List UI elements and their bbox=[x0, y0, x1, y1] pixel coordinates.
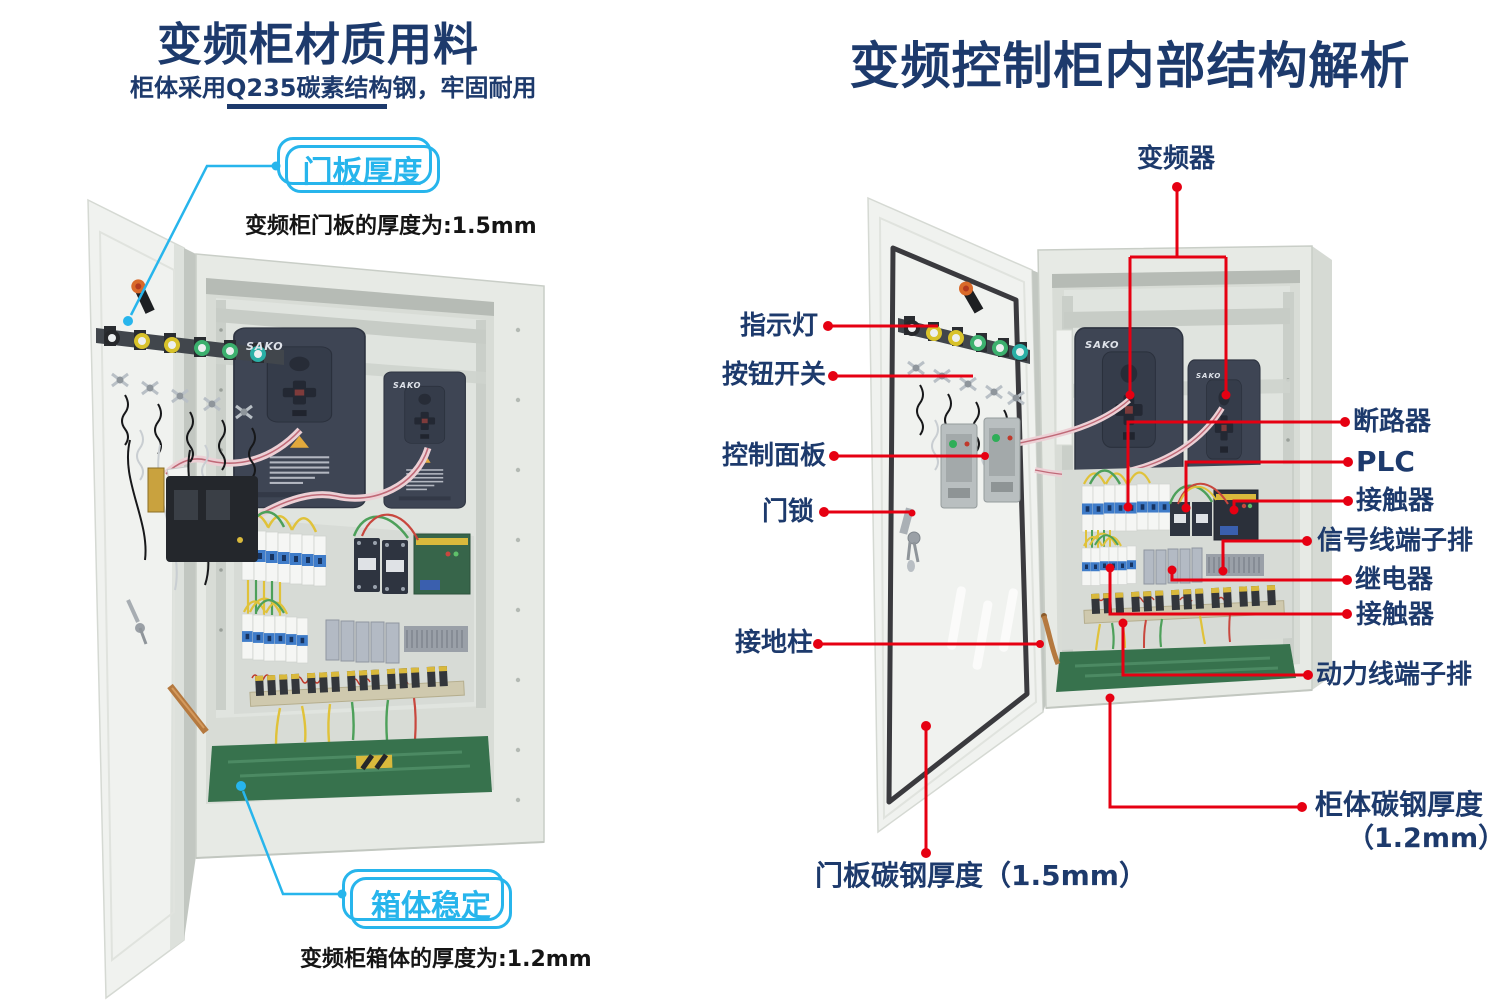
label-push-button-switch: 按钮开关 bbox=[722, 360, 827, 390]
label-cabinet-steel-thickness-value: （1.2mm） bbox=[1347, 823, 1492, 854]
callout-body-stability-label: 箱体稳定 bbox=[371, 889, 491, 924]
label-inverter: 变频器 bbox=[1137, 144, 1216, 174]
body-thickness-description: 变频柜箱体的厚度为:1.2mm bbox=[300, 947, 592, 972]
red-annotation-lines bbox=[813, 182, 1353, 858]
right-cabinet-illustration bbox=[867, 196, 1332, 834]
label-indicator-light: 指示灯 bbox=[740, 311, 819, 341]
line-push-button bbox=[828, 371, 973, 381]
inverter-brand-logo: SAKO bbox=[393, 381, 422, 390]
right-title: 变频控制柜内部结构解析 bbox=[849, 37, 1411, 95]
line-door-lock bbox=[819, 507, 916, 517]
line-signal-terminal bbox=[1218, 536, 1312, 576]
line-relay bbox=[1167, 565, 1352, 585]
door-thickness-description: 变频柜门板的厚度为:1.5mm bbox=[245, 214, 537, 239]
callout-door-thickness: 门板厚度 bbox=[277, 137, 440, 193]
label-contactor-lower: 接触器 bbox=[1356, 600, 1435, 630]
line-grounding-post bbox=[813, 639, 1044, 649]
label-door-lock: 门锁 bbox=[762, 497, 815, 527]
line-cabinet-thickness bbox=[1105, 693, 1307, 812]
inverter-brand-logo: SAKO bbox=[246, 340, 284, 353]
line-indicator-light bbox=[823, 321, 938, 331]
line-contactor-lower bbox=[1105, 563, 1352, 619]
inverter-brand-logo: SAKO bbox=[1196, 372, 1222, 380]
label-signal-terminal-block: 信号线端子排 bbox=[1317, 526, 1474, 556]
subtitle-underline bbox=[227, 104, 387, 109]
label-relay: 继电器 bbox=[1355, 565, 1434, 595]
label-grounding-post: 接地柱 bbox=[735, 628, 814, 658]
label-contactor-upper: 接触器 bbox=[1356, 486, 1435, 516]
left-subtitle: 柜体采用Q235碳素结构钢，牢固耐用 bbox=[130, 74, 537, 102]
left-cabinet-illustration bbox=[87, 198, 545, 1000]
line-inverter bbox=[1125, 182, 1231, 400]
label-power-terminal-block: 动力线端子排 bbox=[1316, 660, 1473, 690]
left-title: 变频柜材质用料 bbox=[156, 18, 479, 71]
line-plc bbox=[1181, 457, 1353, 513]
line-power-terminal bbox=[1118, 618, 1313, 680]
label-cabinet-steel-thickness: 柜体碳钢厚度 bbox=[1315, 788, 1484, 821]
callout-body-stability: 箱体稳定 bbox=[342, 869, 512, 929]
label-control-panel: 控制面板 bbox=[722, 441, 827, 471]
line-contactor-upper bbox=[1229, 496, 1353, 515]
label-circuit-breaker: 断路器 bbox=[1353, 407, 1432, 437]
line-control-panel bbox=[829, 451, 989, 461]
label-door-steel-thickness: 门板碳钢厚度（1.5mm） bbox=[815, 859, 1147, 892]
line-door-thickness bbox=[921, 721, 931, 858]
label-plc: PLC bbox=[1356, 445, 1415, 478]
inverter-brand-logo: SAKO bbox=[1085, 340, 1120, 351]
line-circuit-breaker bbox=[1123, 417, 1350, 512]
callout-door-thickness-label: 门板厚度 bbox=[302, 155, 423, 190]
